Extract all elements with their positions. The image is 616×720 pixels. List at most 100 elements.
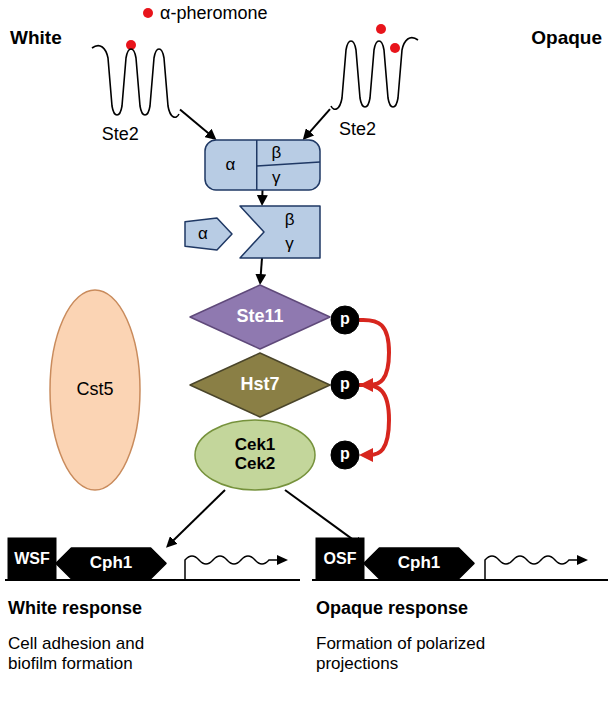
arrow-connector	[260, 258, 262, 280]
pheromone-dot	[376, 24, 386, 34]
pheromone-dot	[390, 43, 400, 53]
arrow-connector	[285, 490, 360, 544]
node-text: OSF	[324, 550, 357, 568]
response-heading-text: White response	[8, 598, 142, 619]
text-holder: Cek1 Cek2	[229, 436, 281, 473]
diamond-shape	[190, 353, 330, 417]
text-holder: p	[340, 445, 350, 463]
circle-shape	[331, 306, 359, 334]
transcript-arrow	[185, 556, 278, 580]
scaffold-oval: Cst5	[50, 290, 140, 490]
response-heading: Opaque response	[316, 598, 468, 619]
cell-type-label-text: Opaque	[531, 27, 602, 49]
g-protein-complex: α βγ	[205, 140, 320, 190]
text-holder: Cph1	[90, 554, 133, 573]
subunit-shape	[240, 206, 320, 258]
text-holder: Cph1	[398, 554, 441, 573]
g-alpha-subunit: α	[185, 218, 232, 250]
phospho-circle: p	[331, 371, 359, 399]
complex-outline	[205, 140, 320, 190]
text-holder: β	[271, 144, 281, 163]
pheromone-label: α-pheromone	[160, 3, 267, 24]
diamond-shape	[190, 285, 330, 349]
node-text: γ	[285, 235, 294, 254]
text-holder: p	[340, 310, 350, 328]
transcription-factor: Cph1	[56, 548, 166, 579]
cell-type-label: White	[10, 27, 62, 49]
response-description: Cell adhesion and biofilm formation	[8, 634, 193, 673]
factor-shape	[364, 548, 474, 579]
node-outline	[205, 140, 320, 190]
node-text: β	[271, 144, 281, 163]
oval-shape	[50, 290, 140, 490]
text-holder: OSF	[324, 550, 357, 568]
receptor-helices	[92, 46, 179, 118]
node-text: β	[285, 211, 295, 230]
text-holder: p	[340, 375, 350, 393]
factor-shape	[56, 548, 166, 579]
text-holder: γ	[285, 235, 294, 254]
node-text: Cek1 Cek2	[229, 436, 281, 473]
node-text: γ	[272, 169, 281, 188]
box-shape	[316, 538, 364, 580]
arrow-connector	[180, 110, 212, 137]
node-text: Cst5	[76, 380, 113, 400]
receptor: Ste2	[330, 30, 422, 140]
phospho-circle: p	[331, 441, 359, 469]
circle-shape	[331, 441, 359, 469]
box-shape	[8, 538, 56, 580]
text-holder: Ste2	[102, 125, 139, 145]
transcript-arrowhead	[577, 555, 588, 565]
transcript-arrowhead	[277, 555, 288, 565]
node-text: α	[198, 225, 208, 244]
arrow-connector	[306, 109, 330, 136]
cis-element-box: WSF	[8, 538, 56, 580]
phospho-circle: p	[331, 306, 359, 334]
transcript-arrow	[485, 556, 578, 580]
text-holder: β	[285, 211, 295, 230]
node-text: Ste11	[236, 307, 283, 327]
cell-type-label-text: White	[10, 27, 62, 49]
response-description: Formation of polarized projections	[316, 634, 521, 673]
response-description-text: Cell adhesion and biofilm formation	[8, 634, 193, 673]
oval-shape	[195, 420, 315, 490]
node-text: α	[225, 156, 235, 175]
circle-shape	[331, 371, 359, 399]
arrow-connector	[261, 190, 263, 201]
pheromone-dot	[143, 8, 153, 18]
subunit-shape	[185, 218, 232, 250]
response-heading: White response	[8, 598, 142, 619]
node-text: Cph1	[90, 554, 133, 573]
kinase-diamond: Ste11	[190, 285, 330, 349]
text-holder: Ste11	[236, 307, 283, 327]
text-holder: Cst5	[76, 380, 113, 400]
cis-element-box: OSF	[316, 538, 364, 580]
response-description-text: Formation of polarized projections	[316, 634, 521, 673]
text-holder: α	[225, 156, 235, 175]
phosphorylation-arrow	[359, 320, 389, 385]
node-outline	[185, 218, 232, 250]
text-holder: γ	[272, 169, 281, 188]
kinase-diamond: Hst7	[190, 353, 330, 417]
node-text: Ste2	[339, 120, 376, 140]
node-text: Hst7	[240, 375, 279, 395]
text-holder: Hst7	[240, 375, 279, 395]
phosphorylation-arrow	[359, 385, 389, 455]
node-text: p	[340, 375, 350, 393]
mapk-oval: Cek1 Cek2	[195, 420, 315, 490]
g-beta-gamma-subunit: βγ	[240, 206, 320, 258]
text-holder: α	[198, 225, 208, 244]
response-heading-text: Opaque response	[316, 598, 468, 619]
arrow-connector	[170, 490, 225, 544]
node-text: p	[340, 445, 350, 463]
text-holder: WSF	[14, 550, 50, 568]
node-text: Ste2	[102, 125, 139, 145]
node-text: p	[340, 310, 350, 328]
node-text: Cph1	[398, 554, 441, 573]
cell-type-label: Opaque	[531, 27, 602, 49]
receptor: Ste2	[88, 38, 180, 148]
pheromone-label-text: α-pheromone	[160, 3, 267, 24]
text-holder: Ste2	[339, 120, 376, 140]
transcription-factor: Cph1	[364, 548, 474, 579]
node-text: WSF	[14, 550, 50, 568]
